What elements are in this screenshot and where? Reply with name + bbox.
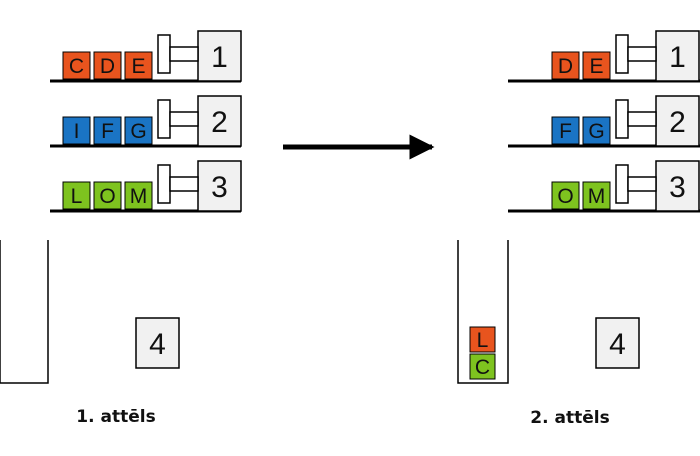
block-label: O	[557, 185, 573, 208]
collection-bin	[0, 240, 49, 384]
collection-bin	[457, 240, 509, 384]
shelf-number: 3	[669, 171, 686, 204]
shelf-number-box	[655, 95, 700, 147]
block-label: O	[99, 185, 115, 208]
block-C	[62, 51, 91, 80]
pusher-plate	[615, 34, 629, 74]
block-I	[62, 116, 91, 145]
block-E	[582, 51, 611, 80]
figure-1-caption: 1. attēls	[76, 407, 155, 427]
block-E	[124, 51, 153, 80]
shelf-number-box	[197, 95, 242, 147]
block-label: E	[131, 55, 145, 78]
pusher-plate	[615, 164, 629, 204]
pusher-rod	[169, 176, 199, 192]
pusher-rod	[627, 176, 657, 192]
block-label: G	[588, 120, 604, 143]
block-F	[551, 116, 580, 145]
block-G	[124, 116, 153, 145]
block-F	[93, 116, 122, 145]
shelf-number: 1	[669, 41, 686, 74]
block-label: M	[588, 185, 606, 208]
shelf-number-box	[197, 30, 242, 82]
block-label: I	[74, 120, 80, 143]
block-D	[93, 51, 122, 80]
block-O	[93, 181, 122, 210]
pusher-plate	[157, 99, 171, 139]
block-label: L	[71, 185, 83, 208]
pusher-plate	[615, 99, 629, 139]
bin-block-C	[469, 353, 496, 380]
bin-block-L	[469, 326, 496, 353]
shelf-number: 3	[211, 171, 228, 204]
pusher-plate	[157, 164, 171, 204]
figure-2-caption: 2. attēls	[530, 408, 609, 428]
block-L	[62, 181, 91, 210]
block-M	[582, 181, 611, 210]
block-label: C	[69, 55, 84, 78]
block-M	[124, 181, 153, 210]
pusher-rod	[627, 111, 657, 127]
bin-block-label: L	[477, 329, 489, 352]
block-D	[551, 51, 580, 80]
block-label: G	[130, 120, 146, 143]
box-4	[595, 317, 640, 369]
shelf-number-box	[655, 160, 700, 212]
pusher-rod	[169, 46, 199, 62]
shelf-number: 1	[211, 41, 228, 74]
shelf-number: 2	[669, 106, 686, 139]
shelf-number-box	[655, 30, 700, 82]
block-label: D	[558, 55, 573, 78]
shelf-number: 2	[211, 106, 228, 139]
pusher-rod	[169, 111, 199, 127]
block-G	[582, 116, 611, 145]
block-label: D	[100, 55, 115, 78]
box-4-number: 4	[149, 328, 166, 361]
box-4	[135, 317, 180, 369]
block-label: M	[130, 185, 148, 208]
block-label: F	[101, 120, 114, 143]
pusher-plate	[157, 34, 171, 74]
block-label: F	[559, 120, 572, 143]
pusher-rod	[627, 46, 657, 62]
block-O	[551, 181, 580, 210]
block-label: E	[589, 55, 603, 78]
bin-block-label: C	[475, 356, 490, 379]
box-4-number: 4	[609, 328, 626, 361]
